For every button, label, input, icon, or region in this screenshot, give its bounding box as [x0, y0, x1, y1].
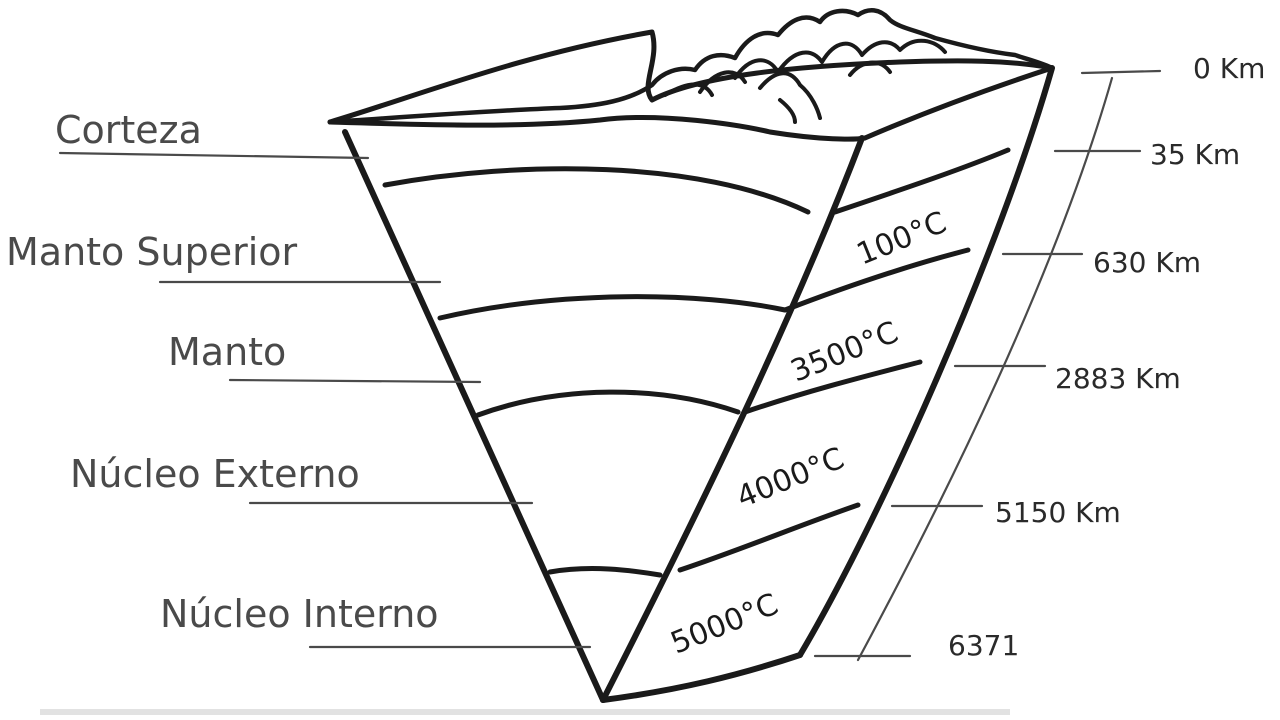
boundary-outer-core: [547, 566, 663, 578]
boundary-upper-mantle: [437, 294, 788, 321]
cone-left-edge: [342, 129, 606, 703]
depth-tick-0: [1080, 69, 1162, 75]
mountain-ridges: [663, 38, 947, 124]
right-boundary-1: [832, 147, 1011, 215]
temp-3500: 3500°C: [786, 315, 903, 390]
right-boundary-4: [677, 502, 861, 573]
cone-bottom-edge: [600, 652, 803, 703]
cone-right-edge: [797, 65, 1055, 658]
label-manto-superior: Manto Superior: [6, 230, 298, 274]
surface-top-edge: [327, 29, 1055, 125]
depth-label-630: 630 Km: [1093, 246, 1201, 279]
temp-100: 100°C: [852, 205, 952, 272]
temp-4000: 4000°C: [732, 441, 849, 516]
temp-5000: 5000°C: [666, 587, 783, 662]
depth-label-2883: 2883 Km: [1055, 362, 1181, 395]
surface-front-edge: [327, 65, 1055, 142]
leader-corteza: [58, 151, 370, 160]
depth-label-5150: 5150 Km: [995, 496, 1121, 529]
right-boundary-2: [782, 247, 971, 313]
label-manto: Manto: [168, 330, 286, 374]
mountains: [327, 8, 1055, 125]
boundary-mantle: [475, 389, 741, 418]
depth-label-35: 35 Km: [1150, 138, 1240, 171]
label-nucleo-interno: Núcleo Interno: [160, 592, 439, 636]
label-nucleo-externo: Núcleo Externo: [70, 452, 360, 496]
cone-middle-edge: [600, 135, 865, 703]
right-boundary-3: [742, 359, 923, 415]
label-corteza: Corteza: [55, 108, 202, 152]
leader-manto: [228, 378, 482, 384]
depth-label-6371: 6371: [948, 629, 1019, 662]
depth-label-0: 0 Km: [1193, 52, 1265, 85]
boundary-crust: [382, 166, 811, 215]
